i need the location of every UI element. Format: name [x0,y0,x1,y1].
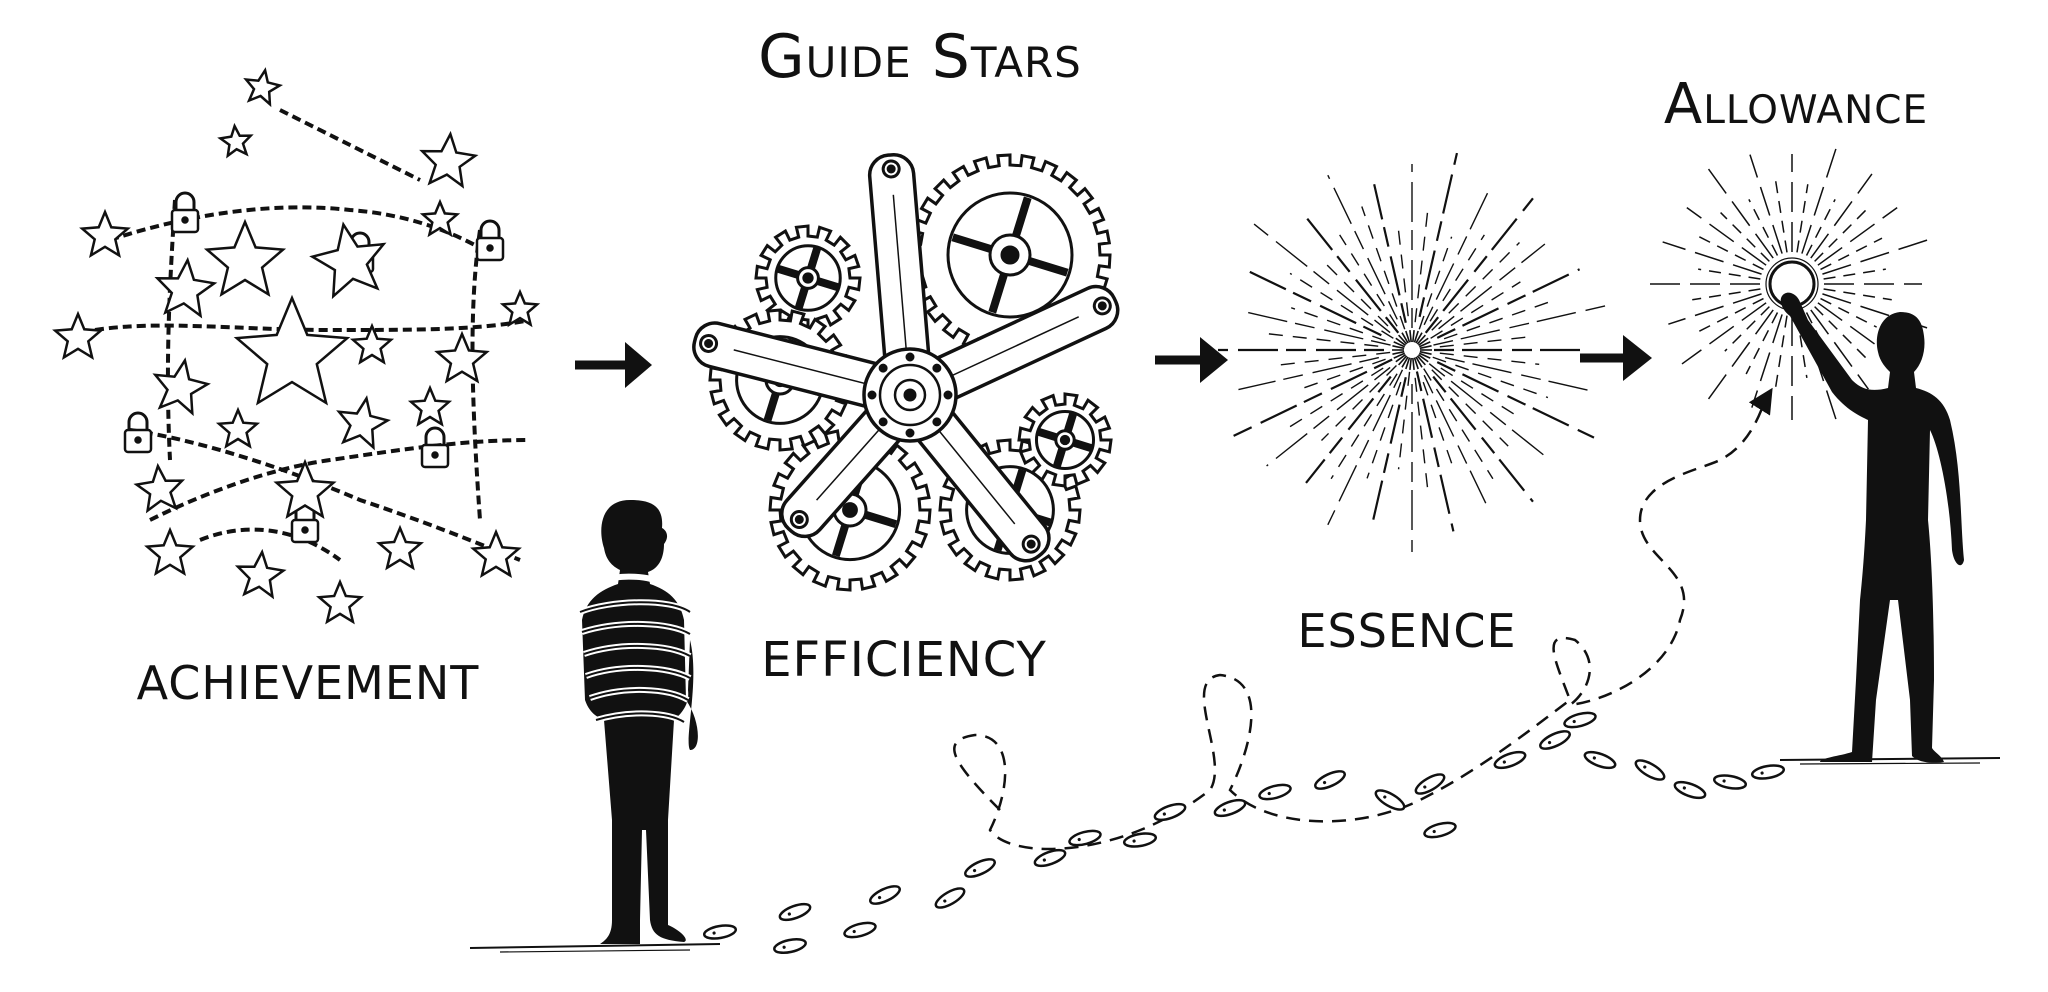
footprint-icon [773,937,807,955]
footprint-icon [1423,820,1457,840]
chain-icon [150,440,530,520]
footprint-icon [1213,797,1247,819]
footprint-icon [1563,710,1597,730]
star-icon [473,532,519,575]
footprint-icon [843,920,877,940]
footprint-icon [1633,757,1667,783]
star-icon [379,528,421,568]
footprints-icon [703,710,1785,955]
star-icon [82,212,128,255]
star-icon [339,398,388,447]
star-icon [147,530,193,573]
bound-person-icon [580,500,698,944]
footprint-icon [1153,801,1187,823]
star-icon [238,552,284,597]
footprint-icon [1313,768,1347,792]
footprint-icon [1538,728,1572,752]
star-icon [503,292,537,325]
footprint-icon [1493,749,1527,771]
footprint-icon [1373,787,1407,813]
footprint-icon [963,856,997,880]
stage-label-achievement: ACHIEVEMENT [137,656,480,710]
chain-icon [280,110,420,180]
padlock-icon [477,221,503,260]
footprint-icon [1583,749,1617,771]
chain-icon [168,200,175,460]
light-orb-icon [1650,149,1927,420]
star-icon [411,388,449,424]
star-icon [353,326,391,362]
padlock-icon [422,428,448,467]
reaching-person-icon [1781,293,1964,763]
star-icon [55,314,101,357]
chained-stars-icon [55,70,537,622]
stage-label-essence: ESSENCE [1297,604,1516,658]
star-icon [220,126,250,156]
star-icon [319,582,361,622]
padlock-icon [172,193,198,232]
star-icon [207,222,283,294]
star-icon [246,70,280,104]
footprint-icon [933,885,967,911]
footprint-icon [1258,782,1292,802]
stage-label-efficiency: EFFICIENCY [761,632,1047,688]
footprint-icon [868,883,902,907]
footprint-icon [703,923,737,940]
padlock-icon [125,413,151,452]
chain-icon [95,320,530,330]
footprint-icon [1713,773,1747,790]
star-icon [157,260,214,316]
chain-icon [130,430,520,560]
starburst-icon [1218,153,1609,552]
star-icon [219,410,257,446]
gear-icon [1019,394,1111,486]
gears-star-icon [690,153,1125,590]
star-icon [422,134,475,186]
star-icon [155,360,207,413]
footprint-icon [1123,831,1157,848]
footprint-icon [1413,771,1447,797]
stage-label-allowance: Allowance [1664,72,1928,137]
ground-line [470,758,2000,952]
footprint-icon [1068,828,1102,848]
footprint-icon [1751,763,1785,780]
footprint-icon [778,901,812,923]
star-icon [137,466,183,511]
arrow-right-icon [575,342,652,388]
diagram-title: Guide Stars [758,22,1082,92]
star-icon [437,334,486,381]
star-icon [237,298,347,403]
footprint-icon [1673,779,1707,801]
arrow-right-icon [1155,337,1228,383]
arrow-right-icon [1580,335,1652,381]
